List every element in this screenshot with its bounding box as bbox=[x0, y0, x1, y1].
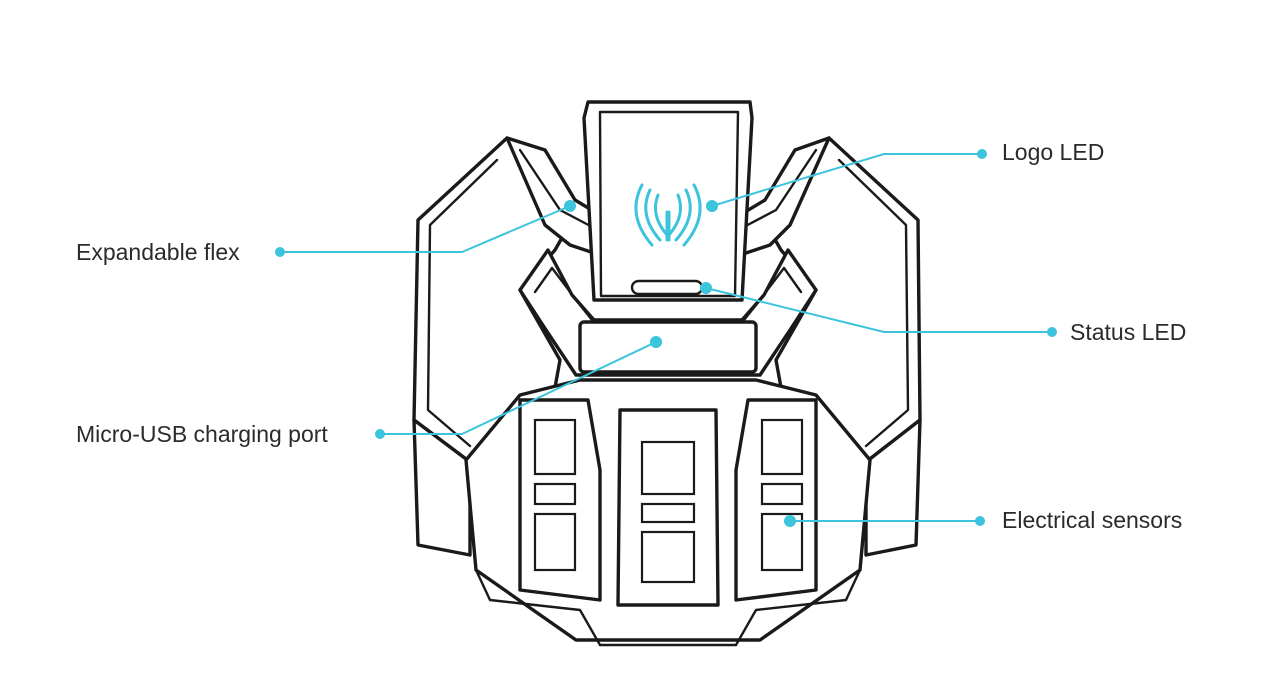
status-led-dot bbox=[700, 282, 712, 294]
status-led-label: Status LED bbox=[1070, 321, 1186, 344]
micro-usb-dot bbox=[650, 336, 662, 348]
sensor-pad bbox=[535, 514, 575, 570]
micro-usb-charging-port-label: Micro-USB charging port bbox=[76, 423, 328, 446]
sensor-pad bbox=[642, 504, 694, 522]
logo-led-end-dot bbox=[977, 149, 987, 159]
electrical-sensors-dot bbox=[784, 515, 796, 527]
sensor-pad bbox=[762, 514, 802, 570]
sensor-pad bbox=[642, 532, 694, 582]
logo-led-dot bbox=[706, 200, 718, 212]
sensor-pad bbox=[535, 420, 575, 474]
logo-led-label: Logo LED bbox=[1002, 141, 1104, 164]
expandable-flex-end-dot bbox=[275, 247, 285, 257]
sensor-pad bbox=[762, 420, 802, 474]
electrical-sensors-end-dot bbox=[975, 516, 985, 526]
sensor-pad bbox=[642, 442, 694, 494]
sensor-pad bbox=[762, 484, 802, 504]
sensor-pad bbox=[535, 484, 575, 504]
status-led-end-dot bbox=[1047, 327, 1057, 337]
micro-usb-end-dot bbox=[375, 429, 385, 439]
electrical-sensors-label: Electrical sensors bbox=[1002, 509, 1182, 532]
expandable-flex-dot bbox=[564, 200, 576, 212]
expandable-flex-label: Expandable flex bbox=[76, 241, 240, 264]
